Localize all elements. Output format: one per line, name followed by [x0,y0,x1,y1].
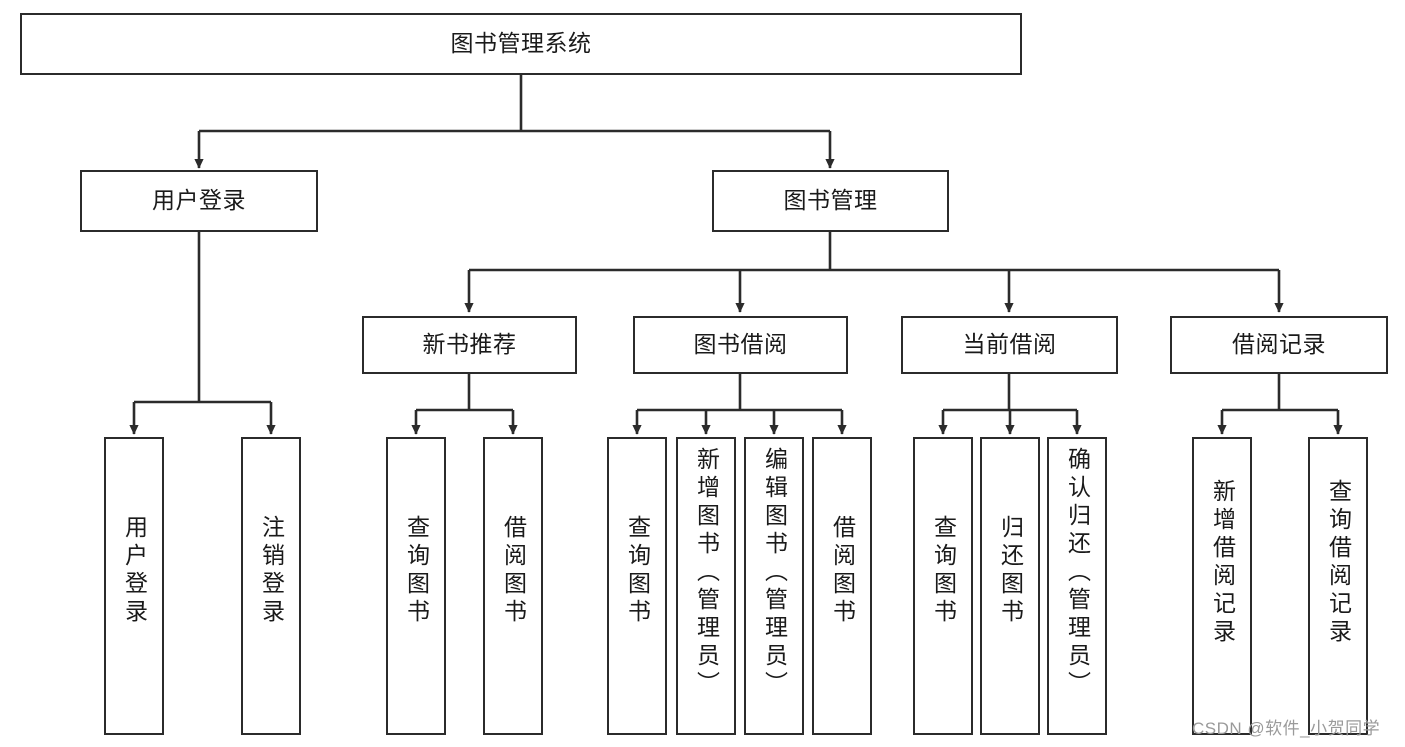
node-root-book-management-system[interactable]: 图书管理系统 [20,13,1022,75]
csdn-watermark: CSDN @软件_小贺同学 [1192,719,1381,738]
leaf-borrow-edit-book-admin[interactable]: 编辑图书（管理员） [744,437,804,735]
node-label: 新增借阅记录 [1209,479,1236,647]
leaf-user-login-login[interactable]: 用户登录 [104,437,164,735]
node-label: 图书借阅 [693,331,788,358]
leaf-current-query-book[interactable]: 查询图书 [913,437,973,735]
leaf-record-query-borrow-record[interactable]: 查询借阅记录 [1308,437,1368,735]
node-label: 用户登录 [121,515,148,627]
node-label: 图书管理 [783,187,878,214]
leaf-borrow-borrow-book[interactable]: 借阅图书 [812,437,872,735]
node-borrow-record[interactable]: 借阅记录 [1170,316,1388,374]
node-label: 确认归还（管理员） [1064,447,1091,699]
leaf-borrow-query-book[interactable]: 查询图书 [607,437,667,735]
leaf-new-book-query-book[interactable]: 查询图书 [386,437,446,735]
leaf-record-add-borrow-record[interactable]: 新增借阅记录 [1192,437,1252,735]
node-label: 图书管理系统 [450,30,592,57]
node-label: 查询借阅记录 [1325,479,1352,647]
node-label: 查询图书 [403,515,430,627]
node-label: 借阅图书 [500,515,527,627]
leaf-current-confirm-return-admin[interactable]: 确认归还（管理员） [1047,437,1107,735]
node-label: 查询图书 [624,515,651,627]
leaf-borrow-add-book-admin[interactable]: 新增图书（管理员） [676,437,736,735]
node-label: 注销登录 [258,515,285,627]
leaf-current-return-book[interactable]: 归还图书 [980,437,1040,735]
node-label: 借阅图书 [829,515,856,627]
node-user-login[interactable]: 用户登录 [80,170,318,232]
node-label: 编辑图书（管理员） [761,447,788,699]
node-label: 新增图书（管理员） [693,447,720,699]
node-book-management[interactable]: 图书管理 [712,170,949,232]
node-label: 归还图书 [997,515,1024,627]
node-book-borrow[interactable]: 图书借阅 [633,316,848,374]
leaf-new-book-borrow-book[interactable]: 借阅图书 [483,437,543,735]
node-label: 当前借阅 [962,331,1057,358]
node-current-borrow[interactable]: 当前借阅 [901,316,1118,374]
leaf-user-login-logout[interactable]: 注销登录 [241,437,301,735]
node-label: 用户登录 [152,187,246,214]
node-new-book-recommend[interactable]: 新书推荐 [362,316,577,374]
node-label: 查询图书 [930,515,957,627]
node-label: 新书推荐 [422,331,517,358]
node-label: 借阅记录 [1232,331,1326,358]
